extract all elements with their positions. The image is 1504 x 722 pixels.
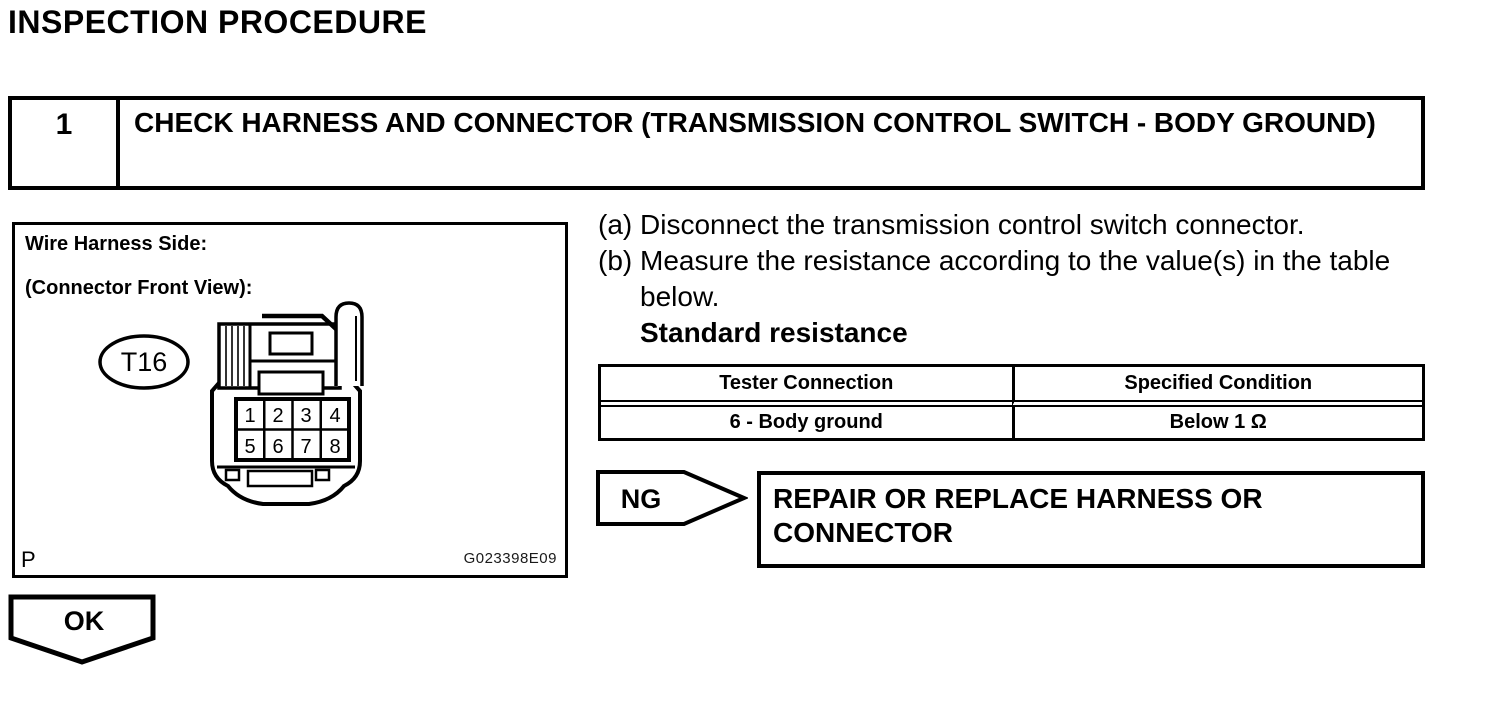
table-row: 6 - Body ground Below 1 Ω <box>601 407 1422 438</box>
pin-8: 8 <box>329 436 340 458</box>
pin-4: 4 <box>329 405 340 427</box>
instruction-b: (b) Measure the resistance according to … <box>598 243 1430 315</box>
pin-2: 2 <box>272 405 283 427</box>
connector-pin-grid <box>236 399 349 460</box>
table-header-specified-condition: Specified Condition <box>1011 367 1422 407</box>
connector-bottom-notch-left <box>224 468 241 482</box>
figure-box: Wire Harness Side: (Connector Front View… <box>12 222 568 578</box>
connector-code-text: T16 <box>121 347 168 377</box>
connector-slot <box>257 370 325 396</box>
connector-bottom-notch-right <box>314 468 331 482</box>
instruction-list: (a) Disconnect the transmission control … <box>598 207 1430 351</box>
instruction-b-label: (b) <box>598 245 633 276</box>
instruction-a-label: (a) <box>598 209 633 240</box>
pin-5: 5 <box>244 436 255 458</box>
connector-pin-numbers: 1 2 3 4 5 6 7 8 <box>244 405 340 458</box>
figure-footer-letter: P <box>21 547 36 572</box>
pin-3: 3 <box>300 405 311 427</box>
connector-bottom-slot <box>246 469 314 488</box>
pin-6: 6 <box>272 436 283 458</box>
ok-label: OK <box>64 606 105 636</box>
step-title: CHECK HARNESS AND CONNECTOR (TRANSMISSIO… <box>134 107 1376 138</box>
figure-label-wire-harness: Wire Harness Side: <box>25 233 208 255</box>
table-cell-tester-connection: 6 - Body ground <box>729 411 883 433</box>
step-header-box: 1 CHECK HARNESS AND CONNECTOR (TRANSMISS… <box>8 96 1425 190</box>
instruction-a-text: Disconnect the transmission control swit… <box>640 209 1305 240</box>
connector-tab <box>334 301 364 386</box>
figure-id: G023398E09 <box>463 550 557 567</box>
ng-arrow: NG <box>596 470 748 526</box>
ng-label: NG <box>621 484 662 514</box>
table-cell-specified-condition: Below 1 Ω <box>1011 407 1423 438</box>
standard-resistance-heading: Standard resistance <box>640 317 908 348</box>
resistance-table: Tester Connection Specified Condition 6 … <box>598 364 1425 441</box>
ok-banner: OK <box>8 594 156 665</box>
table-header-tester-connection: Tester Connection <box>601 367 1012 407</box>
page-title: INSPECTION PROCEDURE <box>8 4 427 40</box>
instruction-a: (a) Disconnect the transmission control … <box>598 207 1430 243</box>
connector-lever <box>262 313 338 331</box>
pin-7: 7 <box>300 436 311 458</box>
step-number: 1 <box>12 100 120 186</box>
connector-hatch-lines <box>225 326 245 386</box>
ng-action-box: REPAIR OR REPLACE HARNESS OR CONNECTOR <box>757 471 1425 568</box>
figure-label-front-view: (Connector Front View): <box>25 277 253 299</box>
instruction-b-text: Measure the resistance according to the … <box>640 245 1391 312</box>
connector-code-oval: T16 <box>98 334 190 390</box>
pin-1: 1 <box>244 405 255 427</box>
connector-latch <box>268 331 314 356</box>
table-header-row: Tester Connection Specified Condition <box>601 367 1422 407</box>
connector-drawing: 1 2 3 4 5 6 7 8 <box>210 301 364 506</box>
